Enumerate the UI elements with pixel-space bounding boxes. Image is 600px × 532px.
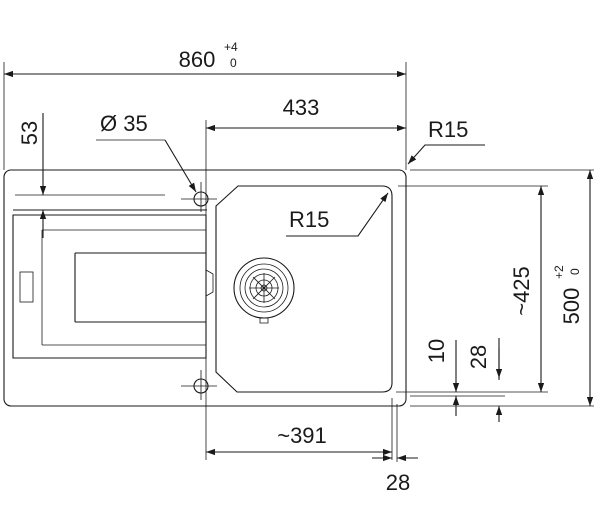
bowl-height-value: ~425 [509,266,534,316]
width-value: 860 [179,47,216,72]
bowl-outline [215,185,393,393]
hole-diameter-value: Ø 35 [100,111,148,136]
dimension-bowl-width: ~391 [206,423,392,456]
height-value: 500 [559,288,584,325]
height-tol-upper: +2 [552,265,566,279]
extension-lines [3,62,594,462]
dim-28-bottom-value: 28 [386,470,410,495]
dim-433-value: 433 [283,95,320,120]
width-tol-upper: +4 [224,40,238,54]
tap-hole-top [181,182,217,212]
dimension-28-bottom: 28 [372,454,418,495]
hole-diameter-leader: Ø 35 [100,111,197,193]
inner-radius-leader: R15 [286,192,389,237]
dimension-height-500: 500 +2 0 [552,170,594,406]
dimension-53: 53 [17,113,47,238]
dim-53-value: 53 [17,121,42,145]
bowl-width-value: ~391 [277,423,327,448]
outer-radius-leader: R15 [407,117,485,165]
sink-outer-outline [3,169,407,407]
dimension-433: 433 [206,95,406,132]
drainer-slot [19,271,34,303]
dimension-10: 10 [424,339,460,416]
dim-10-value: 10 [424,339,449,363]
dimension-bowl-height: ~425 [509,186,545,392]
outer-radius-value: R15 [428,117,468,142]
dimension-width-860: 860 +4 0 [4,40,406,78]
tap-hole-bottom [181,370,217,400]
drain-waste [233,257,295,324]
dim-28-right-value: 28 [466,345,491,369]
dimension-28-right: 28 [466,338,503,422]
inner-radius-value: R15 [289,207,329,232]
height-tol-lower: 0 [568,268,582,275]
width-tol-lower: 0 [230,56,237,70]
